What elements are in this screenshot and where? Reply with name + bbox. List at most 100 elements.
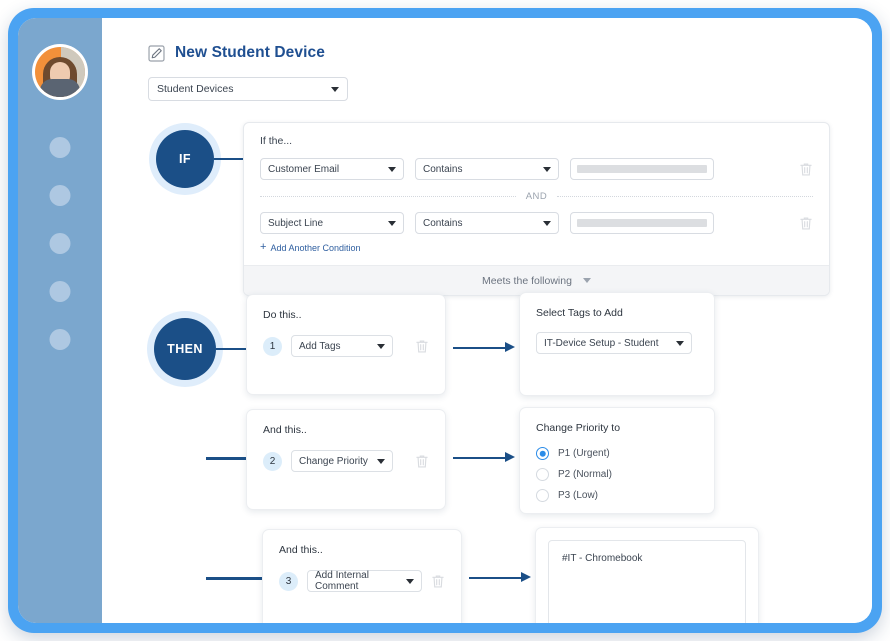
then-connector-line [216,348,246,350]
panel-title-2: Change Priority to [536,422,621,434]
plus-icon: + [260,241,267,253]
sidebar-nav-dot-4[interactable] [49,281,71,302]
page-header: New Student Device [148,44,325,62]
trash-icon[interactable] [415,454,429,469]
radio-icon [536,468,549,481]
priority-option-p1[interactable]: P1 (Urgent) [536,447,698,460]
chevron-down-icon [388,166,396,172]
page-title: New Student Device [175,44,325,61]
action-title-1: Do this.. [263,309,302,321]
action-2-connector-stub [206,457,250,460]
chevron-down-icon [582,278,591,283]
then-stage-badge: THEN [154,318,216,380]
scope-select[interactable]: Student Devices [148,77,348,101]
sidebar-nav-dot-2[interactable] [49,185,71,206]
condition-attribute-value-2: Subject Line [268,217,324,229]
condition-value-input-2[interactable] [570,212,714,234]
chevron-down-icon [388,220,396,226]
tags-select[interactable]: IT-Device Setup - Student [536,332,692,354]
radio-icon [536,489,549,502]
chevron-down-icon [543,166,551,172]
condition-value-placeholder-2 [577,219,707,227]
condition-value-placeholder-1 [577,165,707,173]
tags-select-value: IT-Device Setup - Student [544,337,659,349]
scope-select-value: Student Devices [157,83,234,95]
condition-operator-value-2: Contains [423,217,463,229]
action-row-3: 3 Add Internal Comment [279,570,445,592]
action-card-1: Do this.. 1 Add Tags [246,294,446,395]
condition-join-divider: AND [260,191,813,202]
radio-icon-selected [536,447,549,460]
condition-attribute-select-1[interactable]: Customer Email [260,158,404,180]
action-number-badge-1: 1 [263,336,282,356]
priority-option-p3-label: P3 (Low) [558,490,599,501]
chevron-down-icon [676,340,684,346]
action-card-3: And this.. 3 Add Internal Comment [262,529,462,623]
action-select-2[interactable]: Change Priority [291,450,393,472]
action-number-badge-2: 2 [263,451,282,471]
action-row-1: 1 Add Tags [263,335,429,357]
main-canvas: New Student Device Student Devices IF If… [102,18,872,623]
action-3-connector-stub [206,577,266,580]
divider-dots-left [260,196,516,197]
trash-icon[interactable] [431,574,445,589]
action-select-value-3: Add Internal Comment [315,570,369,592]
condition-operator-value-1: Contains [423,163,463,175]
if-stage-label: IF [179,152,191,166]
if-card-footer[interactable]: Meets the following [244,265,829,295]
action-select-3[interactable]: Add Internal Comment [307,570,422,592]
page-surface: New Student Device Student Devices IF If… [18,18,872,623]
chevron-down-icon [406,578,414,584]
action-select-value-1: Add Tags [299,340,341,352]
condition-row-1: Customer Email Contains [260,158,813,180]
panel-card-2: Change Priority to P1 (Urgent) P2 (Norma… [519,407,715,514]
action-number-badge-3: 3 [279,571,298,591]
meets-the-following-label: Meets the following [482,274,572,287]
flow-arrow-3 [469,572,531,583]
if-condition-card: If the... Customer Email Contains [243,122,830,296]
chevron-down-icon [377,343,385,349]
add-another-condition-button[interactable]: + Add Another Condition [260,242,361,253]
chevron-down-icon [377,458,385,464]
sidebar-nav-dot-5[interactable] [49,329,71,350]
app-window-frame: New Student Device Student Devices IF If… [8,8,882,633]
action-row-2: 2 Change Priority [263,450,429,472]
action-title-2: And this.. [263,424,307,436]
internal-comment-textarea[interactable]: #IT - Chromebook [548,540,746,623]
flow-arrow-1 [453,342,515,353]
priority-option-p3[interactable]: P3 (Low) [536,489,698,502]
action-select-1[interactable]: Add Tags [291,335,393,357]
add-another-condition-label: Add Another Condition [270,242,361,253]
edit-pencil-icon[interactable] [148,44,165,62]
condition-operator-select-2[interactable]: Contains [415,212,559,234]
sidebar-nav-dot-1[interactable] [49,137,71,158]
chevron-down-icon [331,86,339,92]
then-stage-label: THEN [167,342,203,356]
priority-option-p2[interactable]: P2 (Normal) [536,468,698,481]
divider-dots-right [557,196,813,197]
trash-icon[interactable] [799,162,813,177]
action-title-3: And this.. [279,544,323,556]
avatar[interactable] [32,44,88,100]
avatar-photo [35,47,85,97]
trash-icon[interactable] [415,339,429,354]
priority-option-p1-label: P1 (Urgent) [558,448,610,459]
condition-operator-select-1[interactable]: Contains [415,158,559,180]
priority-option-p2-label: P2 (Normal) [558,469,612,480]
action-select-value-2: Change Priority [299,455,368,467]
panel-card-1: Select Tags to Add IT-Device Setup - Stu… [519,292,715,396]
if-prompt-label: If the... [260,135,293,147]
if-stage-badge: IF [156,130,214,188]
condition-join-operator: AND [525,191,548,202]
if-connector-line [214,158,244,160]
panel-title-1: Select Tags to Add [536,307,623,319]
trash-icon[interactable] [799,216,813,231]
chevron-down-icon [543,220,551,226]
condition-attribute-select-2[interactable]: Subject Line [260,212,404,234]
condition-value-input-1[interactable] [570,158,714,180]
left-sidebar [18,18,102,623]
condition-attribute-value-1: Customer Email [268,163,340,175]
action-card-2: And this.. 2 Change Priority [246,409,446,510]
panel-card-3: #IT - Chromebook [535,527,759,623]
sidebar-nav-dot-3[interactable] [49,233,71,254]
